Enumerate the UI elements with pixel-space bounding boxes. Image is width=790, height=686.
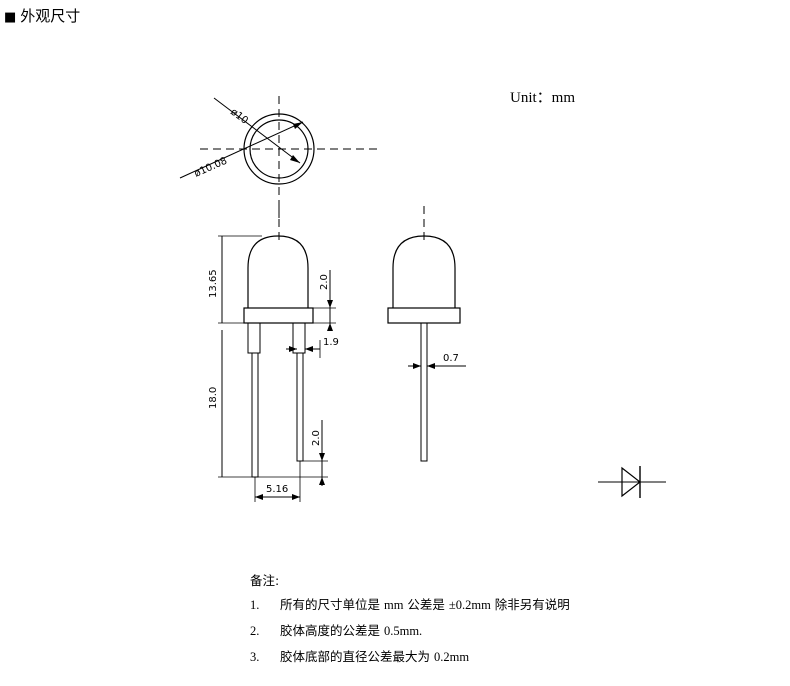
note-number: 2.	[250, 624, 260, 638]
top-dia-inner-label: ø10	[228, 107, 250, 127]
front-flange	[243, 307, 314, 324]
top-dia-inner-leader	[213, 97, 301, 164]
dim-lead-bottom-arrow-top	[319, 453, 325, 461]
dim-lead-width-label: 0.7	[443, 353, 459, 364]
dim-lead-width-arrow-left	[413, 363, 421, 369]
note-value: 0.5mm.	[383, 624, 423, 638]
front-dome	[247, 235, 309, 308]
top-dia-outer-leader	[179, 121, 304, 179]
top-dia-outer-label: ø10.08	[193, 156, 229, 180]
dim-height-label: 13.65	[208, 269, 219, 298]
note-item-3: 3. 胶体底部的直径公差最大为 0.2mm	[250, 644, 570, 670]
unit-label: Unit：mm	[510, 90, 575, 106]
dim-lead-length-label: 18.0	[208, 387, 219, 409]
dim-dome-base-arrow-bottom	[327, 323, 333, 331]
dim-lead-bottom-arrow-bottom	[319, 477, 325, 485]
diode-symbol-icon	[598, 466, 666, 498]
front-view: 13.65 18.0 2.0 1.9 2.0 5.16	[208, 206, 339, 502]
note-text: 胶体高度的公差是	[280, 623, 384, 638]
front-right-lead	[296, 352, 304, 462]
note-number: 3.	[250, 650, 260, 664]
diode-triangle	[621, 466, 641, 498]
side-view: 0.7	[387, 206, 466, 462]
top-view: ø10 ø10.08	[179, 96, 380, 218]
dim-lead-offset-arrow-right	[305, 346, 313, 352]
note-item-1: 1. 所有的尺寸单位是 mm 公差是 ±0.2mm 除非另有说明	[250, 592, 570, 618]
note-value: 0.2mm	[433, 650, 470, 664]
side-dome	[392, 235, 456, 308]
front-left-standoff	[247, 322, 261, 354]
dim-spacing-arrow-right	[292, 494, 300, 500]
note-item-2: 2. 胶体高度的公差是 0.5mm.	[250, 618, 570, 644]
note-text: 除非另有说明	[490, 597, 570, 612]
section-header: ■外观尺寸	[4, 6, 80, 28]
dim-spacing-arrow-left	[255, 494, 263, 500]
notes-title: 备注:	[250, 573, 280, 588]
top-dia-inner-arrow	[290, 155, 300, 163]
dim-lead-width-arrow-right	[427, 363, 435, 369]
dim-spacing-label: 5.16	[266, 484, 288, 495]
side-lead	[420, 322, 428, 462]
note-value: ±0.2mm	[448, 598, 491, 612]
side-flange	[387, 307, 461, 324]
section-title: 外观尺寸	[20, 7, 81, 25]
header-bullet: ■	[4, 10, 17, 25]
dim-dome-base-label: 2.0	[319, 274, 330, 290]
note-text: 公差是	[403, 597, 449, 612]
top-dia-outer-arrow	[293, 122, 303, 129]
dim-lead-bottom-label: 2.0	[311, 430, 322, 446]
note-value: mm	[383, 598, 404, 612]
note-text: 所有的尺寸单位是	[280, 597, 384, 612]
note-number: 1.	[250, 598, 260, 612]
dim-lead-offset-label: 1.9	[323, 337, 339, 348]
dim-dome-base-arrow-top	[327, 300, 333, 308]
notes-section: 备注: 1. 所有的尺寸单位是 mm 公差是 ±0.2mm 除非另有说明 2. 胶体…	[250, 568, 570, 670]
note-text: 胶体底部的直径公差最大为	[280, 649, 434, 664]
front-left-lead	[251, 352, 259, 478]
dim-lead-offset-arrow-left	[289, 346, 297, 352]
